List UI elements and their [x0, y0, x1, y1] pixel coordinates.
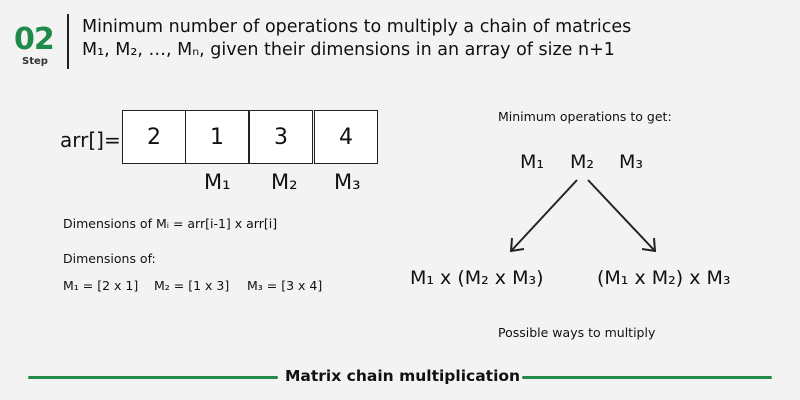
array-cell: 3 — [249, 110, 313, 164]
title-line-1: Minimum number of operations to multiply… — [82, 17, 632, 37]
title-line-2: M₁, M₂, …, Mₙ, given their dimensions in… — [82, 40, 615, 60]
step-label: Step — [22, 56, 48, 67]
right-option: (M₁ x M₂) x M₃ — [597, 267, 731, 289]
matrix-label: M₁ — [204, 170, 231, 194]
left-arrow-head — [509, 237, 525, 253]
footer-title: Matrix chain multiplication — [285, 367, 521, 385]
divider — [67, 14, 69, 69]
tree-caption: Possible ways to multiply — [498, 325, 656, 340]
left-arrow-line — [511, 179, 578, 251]
top-matrix: M₁ — [520, 151, 545, 173]
left-option: M₁ x (M₂ x M₃) — [410, 267, 544, 289]
right-arrow-head — [641, 237, 657, 253]
matrix-label: M₃ — [334, 170, 361, 194]
right-arrow-line — [587, 179, 655, 251]
dimension-item: M₂ = [1 x 3] — [154, 278, 230, 293]
dimension-item: M₃ = [3 x 4] — [247, 278, 323, 293]
dimension-formula: Dimensions of Mᵢ = arr[i-1] x arr[i] — [63, 216, 278, 231]
array-cell: 4 — [314, 110, 378, 164]
matrix-label: M₂ — [271, 170, 298, 194]
dimensions-heading: Dimensions of: — [63, 251, 156, 266]
step-number: 02 — [14, 22, 55, 57]
top-matrix: M₂ — [570, 151, 595, 173]
top-matrix: M₃ — [619, 151, 644, 173]
array-label: arr[]= — [60, 128, 121, 152]
footer-line-left — [28, 376, 278, 379]
dimension-item: M₁ = [2 x 1] — [63, 278, 139, 293]
array-cell: 1 — [185, 110, 249, 164]
footer-line-right — [522, 376, 772, 379]
tree-heading: Minimum operations to get: — [498, 109, 672, 124]
